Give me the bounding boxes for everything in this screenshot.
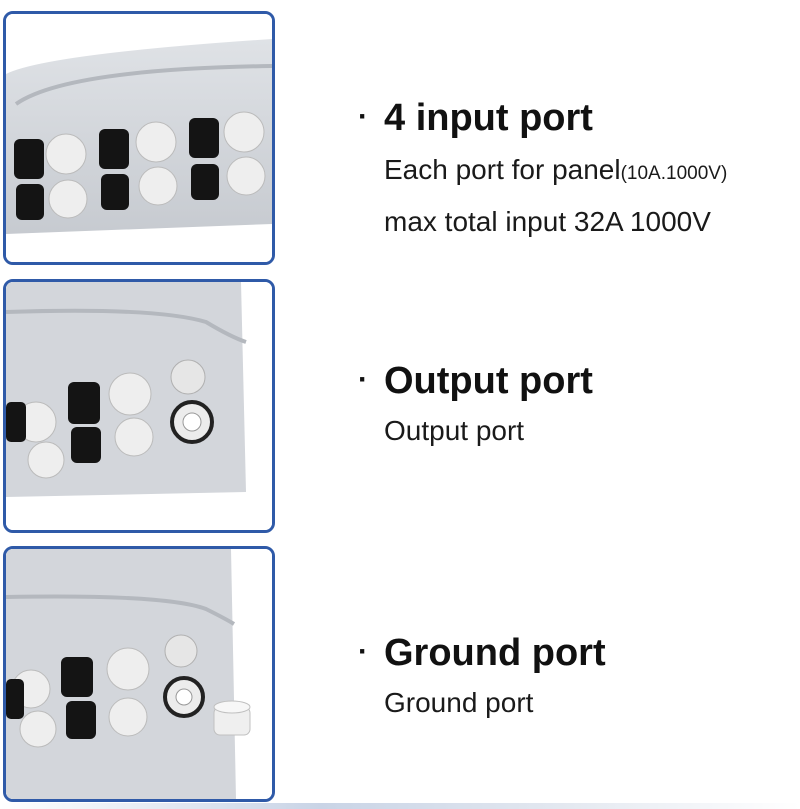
feature-output-port: ·Output port Output port [358,358,593,455]
feature-description: Output port [384,415,525,446]
feature-description: max total input 32A 1000V [384,206,711,237]
feature-title: ·4 input port [358,97,593,139]
bullet-icon: · [358,635,368,668]
ground-plug [213,700,251,736]
input-port-photo [3,11,275,265]
feature-description: Each port for panel(10A.1000V) [384,154,728,185]
output-port-photo [3,279,275,533]
feature-title: ·Output port [358,360,593,402]
footer-strip [0,803,800,809]
ground-port-photo [3,546,275,802]
feature-description: Ground port [384,687,534,718]
bullet-icon: · [358,100,368,133]
feature-input-port: ·4 input port Each port for panel(10A.10… [358,95,727,246]
feature-ground-port: ·Ground port Ground port [358,630,606,727]
connector-group [14,111,266,220]
feature-title: ·Ground port [358,632,606,674]
output-gland [170,359,214,444]
bullet-icon: · [358,363,368,396]
